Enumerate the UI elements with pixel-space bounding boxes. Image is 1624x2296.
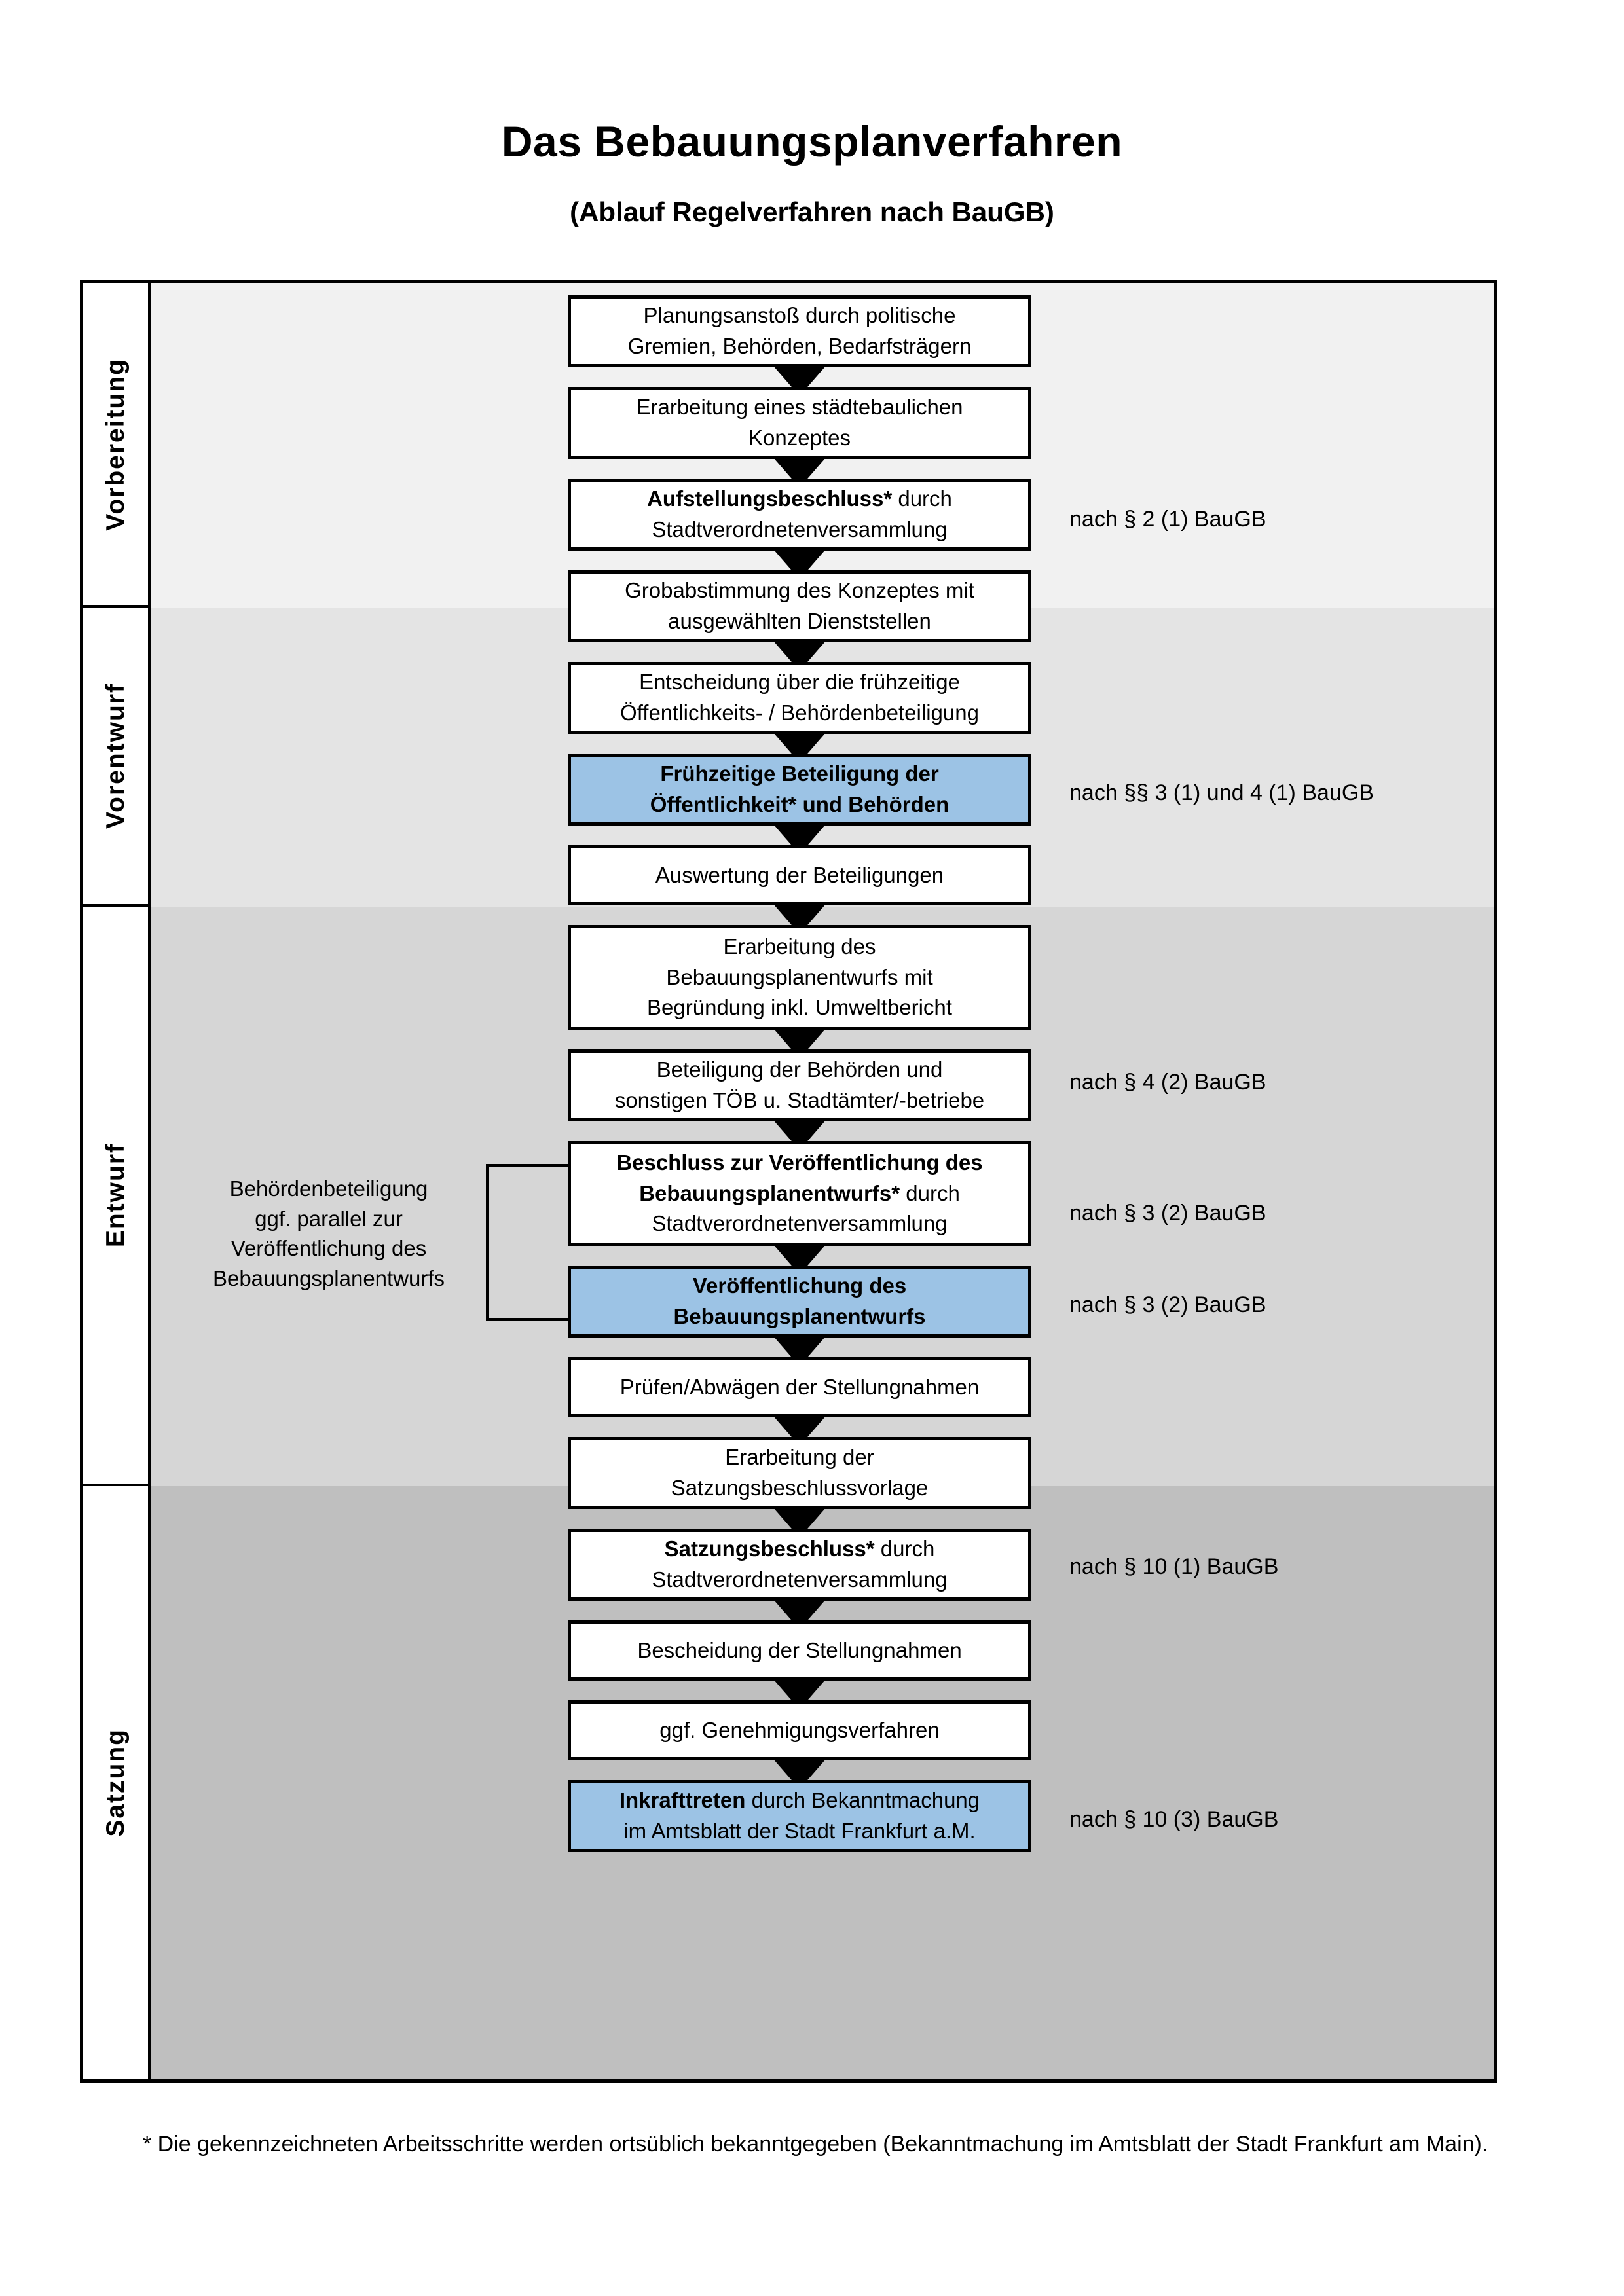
- phase-cell-satzung: Satzung: [83, 1486, 148, 2079]
- step-box-erarbeitung-satzungsvorlage[interactable]: Erarbeitung der Satzungsbeschlussvorlage: [568, 1437, 1031, 1509]
- step-text: Aufstellungsbeschluss* durch Stadtverord…: [647, 486, 952, 541]
- step-box-fruehzeitige-beteiligung[interactable]: Frühzeitige Beteiligung der Öffentlichke…: [568, 754, 1031, 826]
- phase-cell-vorentwurf: Vorentwurf: [83, 608, 148, 907]
- step-box-genehmigungsverfahren[interactable]: ggf. Genehmigungsverfahren: [568, 1700, 1031, 1760]
- step-box-erarbeitung-konzept[interactable]: Erarbeitung eines städtebaulichen Konzep…: [568, 387, 1031, 459]
- connector-vertical-segment: [486, 1164, 489, 1321]
- step-text: Beschluss zur Veröffentlichung des Bebau…: [616, 1150, 983, 1236]
- legal-ref-par3-2-veroeffentlichung: nach § 3 (2) BauGB: [1069, 1292, 1266, 1317]
- step-text: Erarbeitung des Bebauungsplanentwurfs mi…: [647, 934, 952, 1020]
- step-box-entscheidung-fruehzeitige[interactable]: Entscheidung über die frühzeitige Öffent…: [568, 662, 1031, 734]
- step-box-inkrafttreten[interactable]: Inkrafttreten durch Bekanntmachung im Am…: [568, 1780, 1031, 1852]
- step-box-beteiligung-behoerden[interactable]: Beteiligung der Behörden und sonstigen T…: [568, 1049, 1031, 1121]
- step-text: Auswertung der Beteiligungen: [655, 862, 944, 887]
- step-box-aufstellungsbeschluss[interactable]: Aufstellungsbeschluss* durch Stadtverord…: [568, 479, 1031, 551]
- phase-label-vorbereitung: Vorbereitung: [101, 357, 130, 531]
- phase-label-entwurf: Entwurf: [101, 1142, 130, 1248]
- step-box-satzungsbeschluss[interactable]: Satzungsbeschluss* durch Stadtverordnete…: [568, 1529, 1031, 1601]
- phase-cell-entwurf: Entwurf: [83, 907, 148, 1486]
- phase-label-satzung: Satzung: [101, 1728, 130, 1837]
- step-text: Erarbeitung eines städtebaulichen Konzep…: [636, 395, 963, 450]
- page-subtitle: (Ablauf Regelverfahren nach BauGB): [570, 196, 1054, 227]
- phase-label-rail: Vorbereitung Vorentwurf Entwurf Satzung: [83, 283, 151, 2079]
- legal-ref-par3-1-und-4-1: nach §§ 3 (1) und 4 (1) BauGB: [1069, 780, 1374, 805]
- legal-ref-par10-1: nach § 10 (1) BauGB: [1069, 1554, 1279, 1579]
- side-note-behoerdenbeteiligung: Behördenbeteiligung ggf. parallel zur Ve…: [212, 1176, 445, 1290]
- legal-ref-par3-2-beschluss: nach § 3 (2) BauGB: [1069, 1201, 1266, 1226]
- step-text: ggf. Genehmigungsverfahren: [659, 1717, 940, 1742]
- step-text: Erarbeitung der Satzungsbeschlussvorlage: [671, 1445, 929, 1500]
- footnote-text: * Die gekennzeichneten Arbeitsschritte w…: [143, 2132, 1488, 2157]
- document-header: Das Bebauungsplanverfahren (Ablauf Regel…: [0, 118, 1624, 227]
- step-text: Inkrafttreten durch Bekanntmachung im Am…: [619, 1788, 980, 1843]
- step-text: Beteiligung der Behörden und sonstigen T…: [614, 1057, 985, 1112]
- legal-ref-par2-1: nach § 2 (1) BauGB: [1069, 507, 1266, 532]
- step-box-grobabstimmung[interactable]: Grobabstimmung des Konzeptes mit ausgewä…: [568, 570, 1031, 642]
- step-text: Satzungsbeschluss* durch Stadtverordnete…: [652, 1537, 948, 1592]
- step-text: Veröffentlichung des Bebauungsplanentwur…: [673, 1273, 926, 1328]
- page-title: Das Bebauungsplanverfahren: [501, 117, 1123, 166]
- step-text: Grobabstimmung des Konzeptes mit ausgewä…: [625, 578, 974, 633]
- step-text: Bescheidung der Stellungnahmen: [637, 1637, 962, 1662]
- step-text: Prüfen/Abwägen der Stellungnahmen: [619, 1374, 980, 1399]
- step-text: Entscheidung über die frühzeitige Öffent…: [620, 670, 979, 725]
- legal-ref-par4-2: nach § 4 (2) BauGB: [1069, 1070, 1266, 1095]
- step-box-planungsanstoss[interactable]: Planungsanstoß durch politische Gremien,…: [568, 295, 1031, 367]
- flowchart-frame: Vorbereitung Vorentwurf Entwurf Satzung …: [80, 280, 1497, 2083]
- step-box-auswertung-beteiligungen[interactable]: Auswertung der Beteiligungen: [568, 845, 1031, 905]
- phase-label-vorentwurf: Vorentwurf: [101, 683, 130, 829]
- step-text: Planungsanstoß durch politische Gremien,…: [627, 303, 972, 358]
- step-box-beschluss-veroeffentlichung[interactable]: Beschluss zur Veröffentlichung des Bebau…: [568, 1141, 1031, 1246]
- step-box-pruefen-abwaegen[interactable]: Prüfen/Abwägen der Stellungnahmen: [568, 1357, 1031, 1417]
- connector-bottom-segment: [486, 1318, 617, 1321]
- legal-ref-par10-3: nach § 10 (3) BauGB: [1069, 1807, 1279, 1832]
- step-box-bescheidung-stellungnahmen[interactable]: Bescheidung der Stellungnahmen: [568, 1620, 1031, 1681]
- step-text: Frühzeitige Beteiligung der Öffentlichke…: [650, 761, 950, 816]
- step-box-erarbeitung-entwurf[interactable]: Erarbeitung des Bebauungsplanentwurfs mi…: [568, 925, 1031, 1030]
- connector-top-segment: [486, 1164, 568, 1167]
- phase-cell-vorbereitung: Vorbereitung: [83, 283, 148, 608]
- step-box-veroeffentlichung-entwurf[interactable]: Veröffentlichung des Bebauungsplanentwur…: [568, 1266, 1031, 1338]
